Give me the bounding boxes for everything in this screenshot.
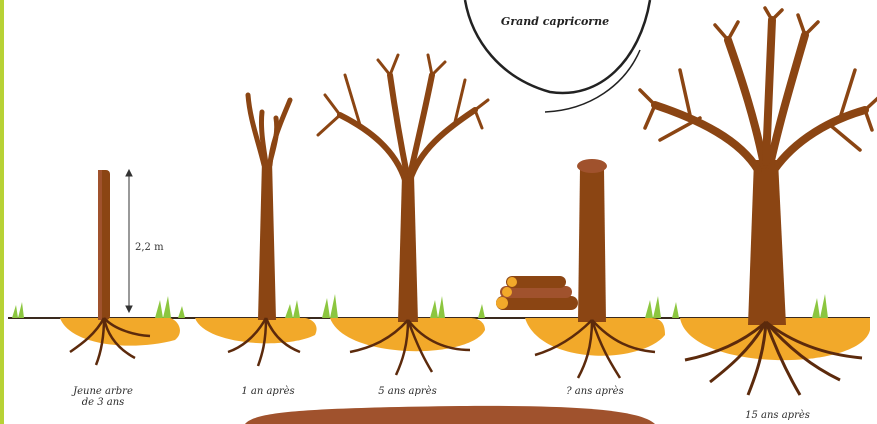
- stage-caption: ? ans après: [555, 386, 635, 397]
- inset-caption: Grand capricorne: [495, 15, 615, 28]
- bottom-band: [245, 406, 655, 424]
- height-measure-arrow: [126, 170, 132, 312]
- stage-caption: 15 ans après: [735, 410, 820, 421]
- stage-caption: Jeune arbre de 3 ans: [68, 386, 138, 408]
- accent-bar: [0, 0, 4, 424]
- log-pile: [496, 276, 578, 310]
- stage-caption: 1 an après: [228, 386, 308, 397]
- grass-tufts: [12, 294, 828, 318]
- stage-caption: 5 ans après: [365, 386, 450, 397]
- inset-circle: [465, 0, 650, 93]
- height-label: 2,2 m: [135, 242, 164, 253]
